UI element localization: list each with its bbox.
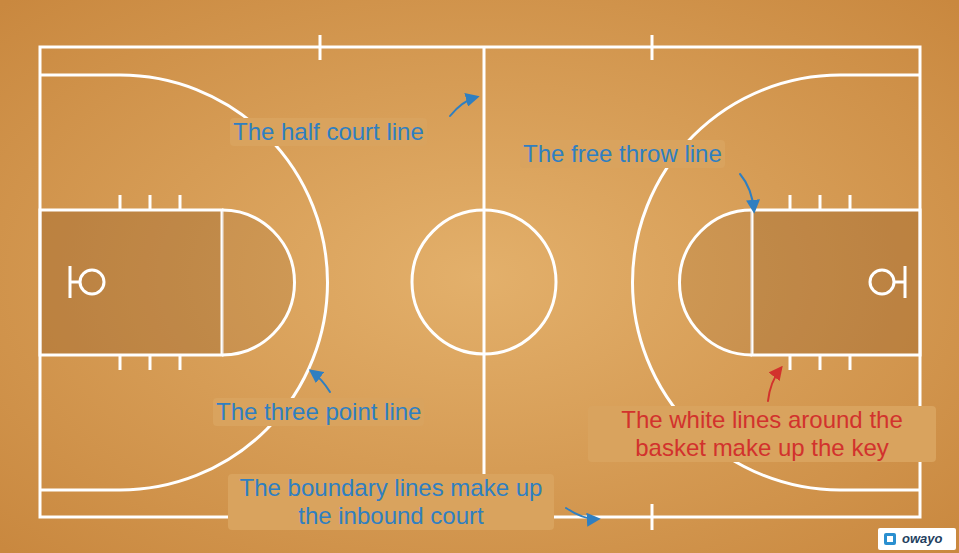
half-court-line <box>483 47 486 517</box>
callout-label: The white lines around the basket make u… <box>588 406 936 462</box>
free-throw-circle <box>222 210 295 355</box>
basket <box>870 270 894 294</box>
center-circle <box>412 210 556 354</box>
logo-badge <box>878 528 956 550</box>
key <box>40 210 222 355</box>
callout-label: The free throw line <box>520 140 725 168</box>
pointer-arrow <box>566 508 598 519</box>
logo-icon <box>884 533 896 545</box>
pointer-arrow <box>740 174 754 211</box>
free-throw-circle <box>680 210 753 355</box>
logo-icon <box>887 536 893 542</box>
callout-label: The boundary lines make up the inbound c… <box>228 474 554 530</box>
callout-label: The three point line <box>213 398 424 426</box>
callout-label: The half court line <box>230 118 427 146</box>
pointer-arrow <box>311 371 330 392</box>
watermark: owayo <box>899 530 945 548</box>
pointer-arrow <box>768 368 781 401</box>
basket <box>80 270 104 294</box>
key <box>752 210 920 355</box>
pointer-arrow <box>450 97 477 116</box>
